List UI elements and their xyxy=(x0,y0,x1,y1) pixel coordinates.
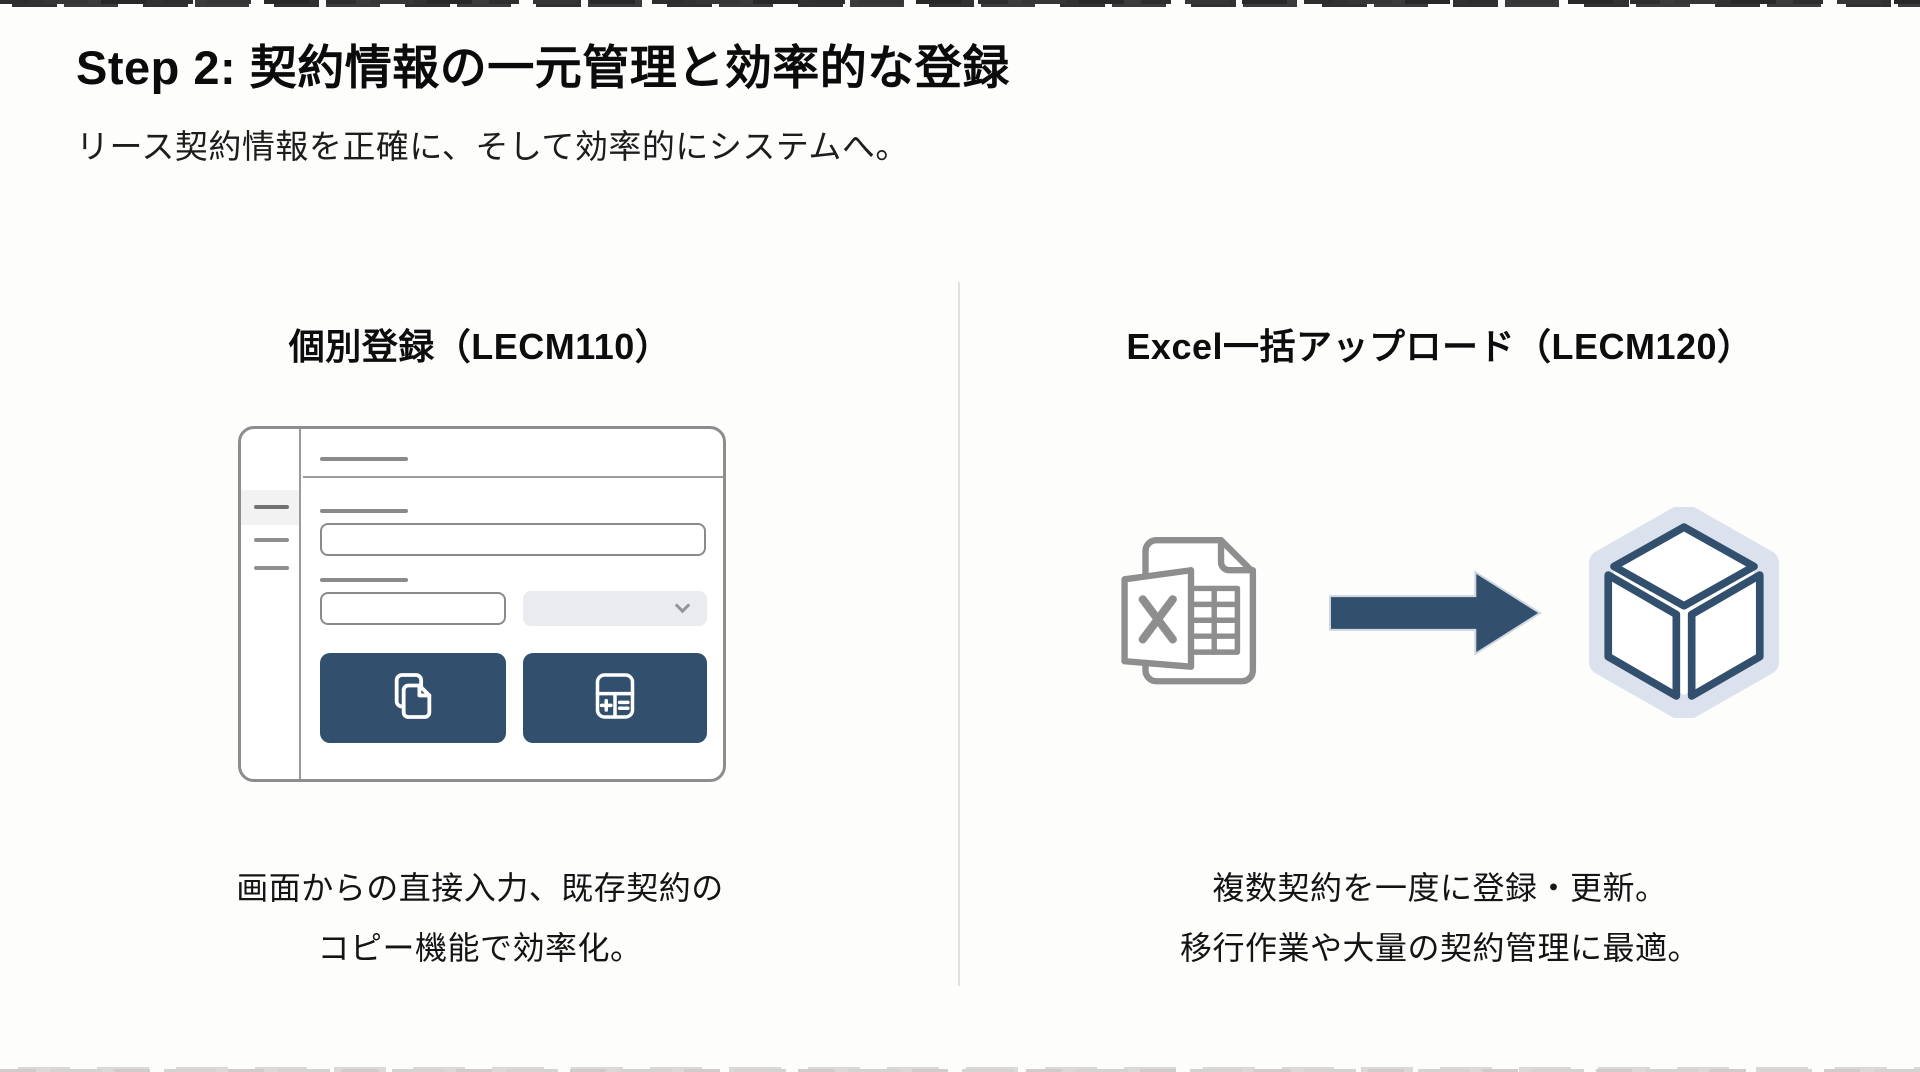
excel-upload-panel: Excel一括アップロード（LECM120） xyxy=(960,0,1920,1072)
individual-registration-panel: 個別登録（LECM110） xyxy=(0,326,960,978)
copy-icon xyxy=(385,667,441,730)
page-subtitle: リース契約情報を正確に、そして効率的にシステムへ。 xyxy=(76,128,909,166)
cube-icon xyxy=(1588,503,1780,723)
top-edge-artifact xyxy=(0,0,1920,8)
copy-contract-button xyxy=(320,653,506,743)
dropdown-select-placeholder xyxy=(523,591,707,626)
left-panel-heading: 個別登録（LECM110） xyxy=(288,326,672,367)
calculator-icon xyxy=(587,668,643,729)
field-label-placeholder xyxy=(320,509,408,513)
calculate-button xyxy=(523,653,707,743)
excel-to-system-flow-illustration xyxy=(960,503,1920,723)
right-panel-caption: 複数契約を一度に登録・更新。 移行作業や大量の契約管理に最適。 xyxy=(960,858,1920,978)
sidebar-nav-placeholder xyxy=(254,505,289,509)
text-input-placeholder xyxy=(320,592,506,625)
column-divider xyxy=(958,282,960,986)
excel-file-icon xyxy=(1100,515,1282,716)
chevron-down-icon xyxy=(674,597,691,614)
form-title-placeholder xyxy=(320,457,408,461)
sidebar-nav-placeholder xyxy=(254,538,289,542)
right-panel-heading: Excel一括アップロード（LECM120） xyxy=(1126,326,1754,367)
left-caption-line2: コピー機能で効率化。 xyxy=(317,930,643,967)
arrow-right-icon xyxy=(1328,567,1542,664)
left-panel-caption: 画面からの直接入力、既存契約の コピー機能で効率化。 xyxy=(0,858,960,978)
field-label-placeholder xyxy=(320,578,408,582)
right-caption-line1: 複数契約を一度に登録・更新。 xyxy=(1212,870,1668,906)
right-caption-line2: 移行作業や大量の契約管理に最適。 xyxy=(1179,930,1700,967)
form-header-divider xyxy=(303,476,723,478)
text-input-placeholder xyxy=(320,523,706,556)
slide-header: Step 2: 契約情報の一元管理と効率的な登録 リース契約情報を正確に、そして… xyxy=(76,40,1010,168)
bottom-edge-artifact xyxy=(0,1066,1920,1072)
sidebar-nav-placeholder xyxy=(254,566,289,570)
page-title: Step 2: 契約情報の一元管理と効率的な登録 xyxy=(76,41,1010,94)
mockup-sidebar xyxy=(241,429,301,779)
form-mockup-illustration xyxy=(238,426,726,782)
left-caption-line1: 画面からの直接入力、既存契約の xyxy=(236,870,724,906)
